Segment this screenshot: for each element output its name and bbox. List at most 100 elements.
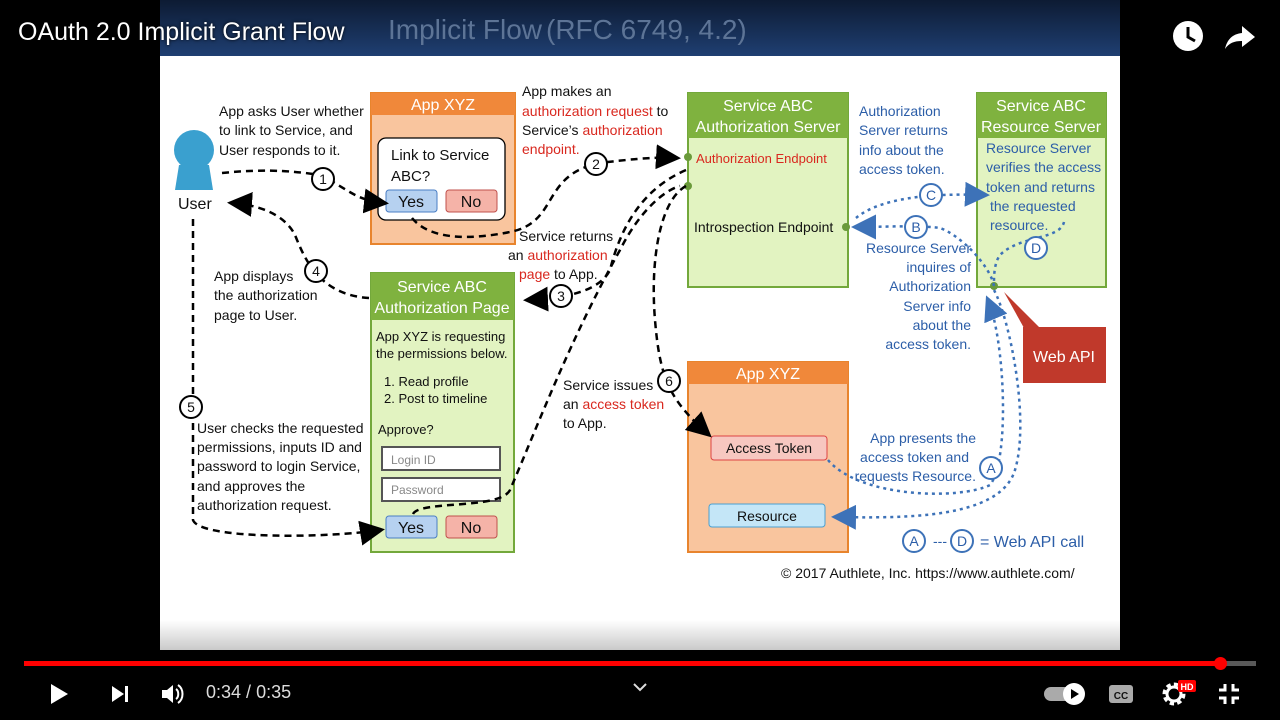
authorization-server-box: Service ABC Authorization Server Authori…	[684, 92, 850, 288]
step-2: 2	[592, 156, 600, 172]
link-prompt-line2: ABC?	[391, 168, 430, 185]
video-frame[interactable]: Implicit Flow (RFC 6749, 4.2) User App X…	[160, 0, 1120, 650]
copyright-text: © 2017 Authlete, Inc. https://www.authle…	[781, 565, 1075, 581]
svg-text:Authorization: Authorization	[889, 278, 971, 294]
svg-text:Resource Server: Resource Server	[866, 240, 971, 256]
note-c-text: Authorization Server returns info about …	[859, 103, 948, 177]
time-separator: /	[241, 682, 257, 702]
progress-bar[interactable]	[24, 657, 1256, 670]
volume-icon[interactable]	[155, 676, 191, 712]
svg-text:App presents the: App presents the	[870, 430, 976, 446]
approve-yes-button: Yes	[398, 520, 424, 537]
time-display: 0:34 / 0:35	[206, 682, 291, 703]
autoplay-toggle[interactable]	[1042, 676, 1090, 712]
user-label: User	[178, 196, 212, 213]
svg-text:A: A	[909, 533, 919, 549]
user-figure	[174, 130, 214, 190]
svg-text:App makes an: App makes an	[522, 83, 612, 99]
svg-text:an authorization: an authorization	[508, 247, 608, 263]
auth-server-title1: Service ABC	[723, 98, 813, 115]
call-a: A	[986, 460, 996, 476]
rs-desc-5: resource.	[990, 217, 1048, 233]
svg-text:the authorization: the authorization	[214, 287, 318, 303]
progress-scrubber[interactable]	[1214, 657, 1228, 670]
svg-text:password to login Service,: password to login Service,	[197, 458, 360, 474]
settings-icon[interactable]: HD	[1158, 676, 1198, 712]
authorization-page-box: Service ABC Authorization Page App XYZ i…	[370, 272, 515, 553]
svg-text:D: D	[957, 533, 967, 549]
svg-text:App displays: App displays	[214, 268, 293, 284]
app-xyz-box: App XYZ Link to Service ABC? Yes No	[370, 92, 516, 245]
link-yes-button: Yes	[398, 194, 424, 211]
svg-text:access token.: access token.	[859, 161, 945, 177]
call-b: B	[911, 219, 920, 235]
svg-text:Service returns: Service returns	[519, 228, 613, 244]
svg-text:inquires of: inquires of	[906, 259, 971, 275]
watch-later-icon[interactable]	[1170, 18, 1206, 54]
svg-text:Service issues: Service issues	[563, 377, 653, 393]
step6-text: Service issues an access token to App.	[563, 377, 664, 431]
step2-text: App makes an authorization request to Se…	[522, 83, 669, 157]
approve-label: Approve?	[378, 422, 434, 437]
step-4: 4	[312, 263, 320, 279]
note-a-text: App presents the access token and reques…	[855, 430, 977, 484]
svg-text:endpoint.: endpoint.	[522, 141, 580, 157]
svg-text:access token.: access token.	[885, 336, 971, 352]
rs-desc-3: token and returns	[986, 179, 1095, 195]
progress-played	[24, 661, 1221, 666]
svg-text:authorization request to: authorization request to	[522, 103, 669, 119]
authorization-endpoint: Authorization Endpoint	[696, 151, 827, 166]
auth-server-title2: Authorization Server	[696, 119, 842, 136]
step-1: 1	[319, 171, 327, 187]
app-xyz-box-2: App XYZ Access Token Resource	[687, 361, 849, 553]
permission-1: 1. Read profile	[384, 374, 469, 389]
play-icon[interactable]	[40, 676, 76, 712]
svg-text:Authorization: Authorization	[859, 103, 941, 119]
web-api-label: Web API	[1033, 349, 1095, 366]
auth-page-desc2: the permissions below.	[376, 346, 508, 361]
call-d: D	[1031, 240, 1041, 256]
login-id-field: Login ID	[391, 453, 436, 467]
rs-desc-2: verifies the access	[986, 159, 1101, 175]
svg-text:page to App.: page to App.	[519, 266, 598, 282]
exit-fullscreen-icon[interactable]	[1211, 676, 1247, 712]
svg-text:Server returns: Server returns	[859, 122, 948, 138]
auth-page-title1: Service ABC	[397, 279, 487, 296]
svg-text:= Web API call: = Web API call	[980, 534, 1084, 551]
svg-text:Service’s authorization: Service’s authorization	[522, 122, 663, 138]
svg-text:about the: about the	[913, 317, 972, 333]
captions-icon[interactable]: CC	[1103, 676, 1139, 712]
svg-text:authorization request.: authorization request.	[197, 497, 332, 513]
link-no-button: No	[461, 194, 482, 211]
oauth-flow-diagram: User App XYZ Link to Service ABC? Yes No…	[174, 83, 1107, 581]
video-title[interactable]: OAuth 2.0 Implicit Grant Flow	[18, 18, 345, 46]
slide-title-band	[160, 0, 1120, 56]
hd-badge: HD	[1181, 682, 1194, 692]
svg-text:Server info: Server info	[903, 298, 971, 314]
auth-page-desc1: App XYZ is requesting	[376, 329, 505, 344]
note-b-text: Resource Server inquires of Authorizatio…	[866, 240, 971, 352]
introspection-endpoint: Introspection Endpoint	[694, 219, 833, 235]
time-total: 0:35	[256, 682, 292, 702]
chevron-down-icon[interactable]	[630, 680, 650, 696]
approve-no-button: No	[461, 520, 482, 537]
call-c: C	[926, 187, 936, 203]
step3-text: Service returns an authorization page to…	[508, 228, 613, 282]
next-icon[interactable]	[102, 676, 138, 712]
resource-label: Resource	[737, 508, 797, 524]
slide-title: Implicit Flow	[388, 14, 543, 45]
svg-text:requests Resource.: requests Resource.	[855, 468, 976, 484]
share-icon[interactable]	[1222, 18, 1258, 54]
call-markers: A B C D	[904, 183, 1048, 480]
resource-server-box: Service ABC Resource Server Resource Ser…	[976, 92, 1107, 290]
link-prompt-line1: Link to Service	[391, 147, 489, 164]
svg-text:permissions, inputs ID and: permissions, inputs ID and	[197, 439, 362, 455]
slide-subtitle: (RFC 6749, 4.2)	[546, 14, 747, 45]
permission-2: 2. Post to timeline	[384, 391, 487, 406]
svg-text:and approves the: and approves the	[197, 478, 305, 494]
web-api-call-arrows	[827, 181, 1066, 530]
step-5: 5	[187, 399, 195, 415]
svg-text:info about the: info about the	[859, 142, 944, 158]
rs-desc-1: Resource Server	[986, 140, 1091, 156]
step-markers: 1 2 3 4 5 6	[179, 152, 681, 419]
